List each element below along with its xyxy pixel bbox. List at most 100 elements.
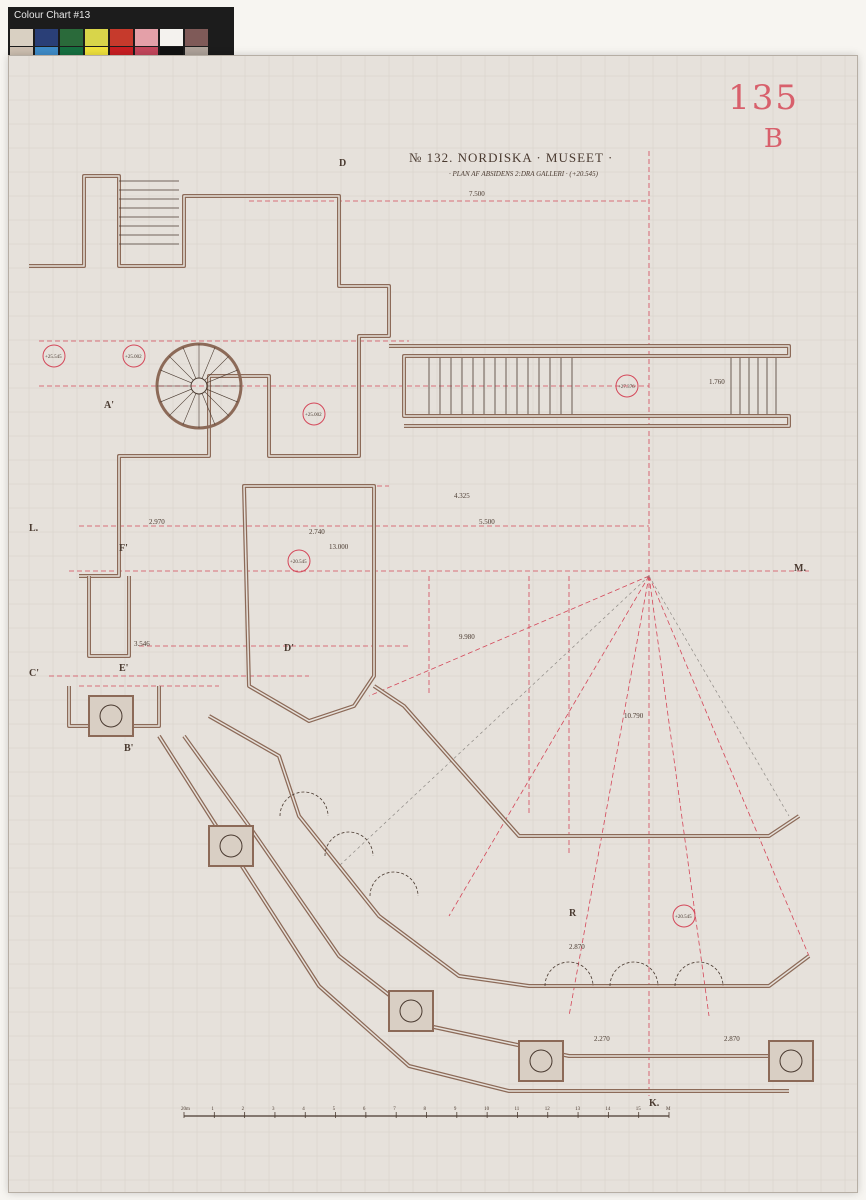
scale-bar-label: 7 <box>393 1107 396 1112</box>
niche-arc <box>609 961 659 987</box>
buttress-block <box>768 1040 814 1082</box>
level-circle <box>42 344 66 368</box>
dimension-figure: 2.270 <box>594 1035 610 1043</box>
dimension-figure: 3.546 <box>134 640 150 648</box>
spiral-stair-tread <box>182 347 197 379</box>
spiral-stair-tread <box>204 356 229 381</box>
spiral-stair-tread <box>206 369 238 384</box>
level-label: +25.545 <box>45 355 62 360</box>
red-dimension-line <box>648 575 710 1017</box>
dimension-figure: 7.500 <box>469 190 485 198</box>
inventory-number: 135 <box>728 78 799 118</box>
niche-arc <box>369 871 419 897</box>
section-marker: R <box>569 908 577 919</box>
level-label: +20.545 <box>290 560 307 565</box>
inventory-letter: B <box>763 124 783 154</box>
colour-swatch <box>85 29 108 46</box>
spiral-stair-tread <box>169 391 194 416</box>
wall-outline <box>242 484 376 723</box>
niche-arc <box>674 961 724 987</box>
section-marker: L. <box>29 523 39 534</box>
drawing-sheet: +25.545+25.002+25.002+27.376+20.545+20.5… <box>8 55 858 1193</box>
level-circle <box>287 549 311 573</box>
scale-bar-label: 6 <box>363 1107 366 1112</box>
drawing-title: № 132. NORDISKA · MUSEET · <box>409 150 613 165</box>
red-dimension-line <box>568 575 650 1017</box>
buttress-block <box>388 990 434 1032</box>
red-dimension-line <box>368 575 650 697</box>
pencil-line <box>338 575 650 867</box>
dimension-figure: 10.790 <box>624 712 644 720</box>
scale-bar-label: 13 <box>575 1107 581 1112</box>
column-circle <box>529 1049 553 1073</box>
spiral-stair-tread <box>160 388 192 403</box>
scale-bar-label: 15 <box>636 1107 642 1112</box>
wall-inner-line <box>208 715 810 987</box>
spiral-stair-tread <box>206 388 238 403</box>
level-label: +25.002 <box>305 413 322 418</box>
scale-bar-label: 4 <box>302 1107 305 1112</box>
red-dimension-line <box>648 575 810 957</box>
colour-chart-title: Colour Chart #13 <box>14 10 91 21</box>
red-dimension-line <box>448 575 650 917</box>
niche-arc <box>544 961 594 987</box>
dimension-figure: 5.500 <box>479 518 495 526</box>
colour-swatch <box>35 29 58 46</box>
level-circle <box>122 344 146 368</box>
scale-bar-label: 12 <box>545 1107 551 1112</box>
wall-outline <box>372 684 801 838</box>
section-marker: E' <box>119 663 129 674</box>
spiral-stair-tread <box>201 347 216 379</box>
buttress-block <box>518 1040 564 1082</box>
spiral-stair-tread <box>201 393 216 425</box>
level-label: +25.002 <box>125 355 142 360</box>
colour-swatch <box>60 29 83 46</box>
section-marker: D <box>339 158 346 169</box>
niche-arc <box>279 791 329 817</box>
scale-bar-label: 10 <box>484 1107 490 1112</box>
spiral-stair-tread <box>204 391 229 416</box>
dimension-figure: 9.980 <box>459 633 475 641</box>
scale-bar-label: 9 <box>454 1107 457 1112</box>
spiral-stair-tread <box>169 356 194 381</box>
level-circle <box>615 374 639 398</box>
wall-outline <box>182 734 789 1058</box>
colour-swatch <box>135 29 158 46</box>
colour-swatch <box>160 29 183 46</box>
scale-bar-label: M <box>666 1107 671 1112</box>
buttress-block <box>208 825 254 867</box>
dimension-figure: 2.870 <box>724 1035 740 1043</box>
colour-swatch <box>10 29 33 46</box>
level-circle <box>302 402 326 426</box>
scale-bar-label: 3 <box>272 1107 275 1112</box>
section-marker: A' <box>104 400 114 411</box>
wall-inner-line <box>183 735 789 1057</box>
dimension-figure: 13.000 <box>329 543 349 551</box>
floor-plan-drawing: +25.545+25.002+25.002+27.376+20.545+20.5… <box>9 56 857 1192</box>
wall-inner-line <box>243 485 375 722</box>
wall-outline <box>87 576 131 658</box>
dimension-figure: 2.970 <box>149 518 165 526</box>
scale-bar-label: 20m <box>181 1107 190 1112</box>
colour-swatch <box>185 29 208 46</box>
column-circle <box>99 704 123 728</box>
wall-inner-line <box>389 345 790 427</box>
section-marker: B' <box>124 743 134 754</box>
section-marker: K. <box>649 1098 660 1109</box>
level-label: +27.376 <box>618 385 635 390</box>
scale-bar-label: 1 <box>211 1107 214 1112</box>
dimension-figure: 1.760 <box>709 378 725 386</box>
colour-swatch <box>110 29 133 46</box>
spiral-stair-tread <box>160 369 192 384</box>
column-circle <box>399 999 423 1023</box>
dimension-figure: 2.870 <box>569 943 585 951</box>
section-marker: D' <box>284 643 294 654</box>
level-circle <box>672 904 696 928</box>
scale-bar-label: 11 <box>514 1107 519 1112</box>
buttress-block <box>88 695 134 737</box>
niche-arc <box>324 831 374 857</box>
dimension-figure: 4.325 <box>454 492 470 500</box>
column-circle <box>219 834 243 858</box>
scale-bar-label: 5 <box>333 1107 336 1112</box>
